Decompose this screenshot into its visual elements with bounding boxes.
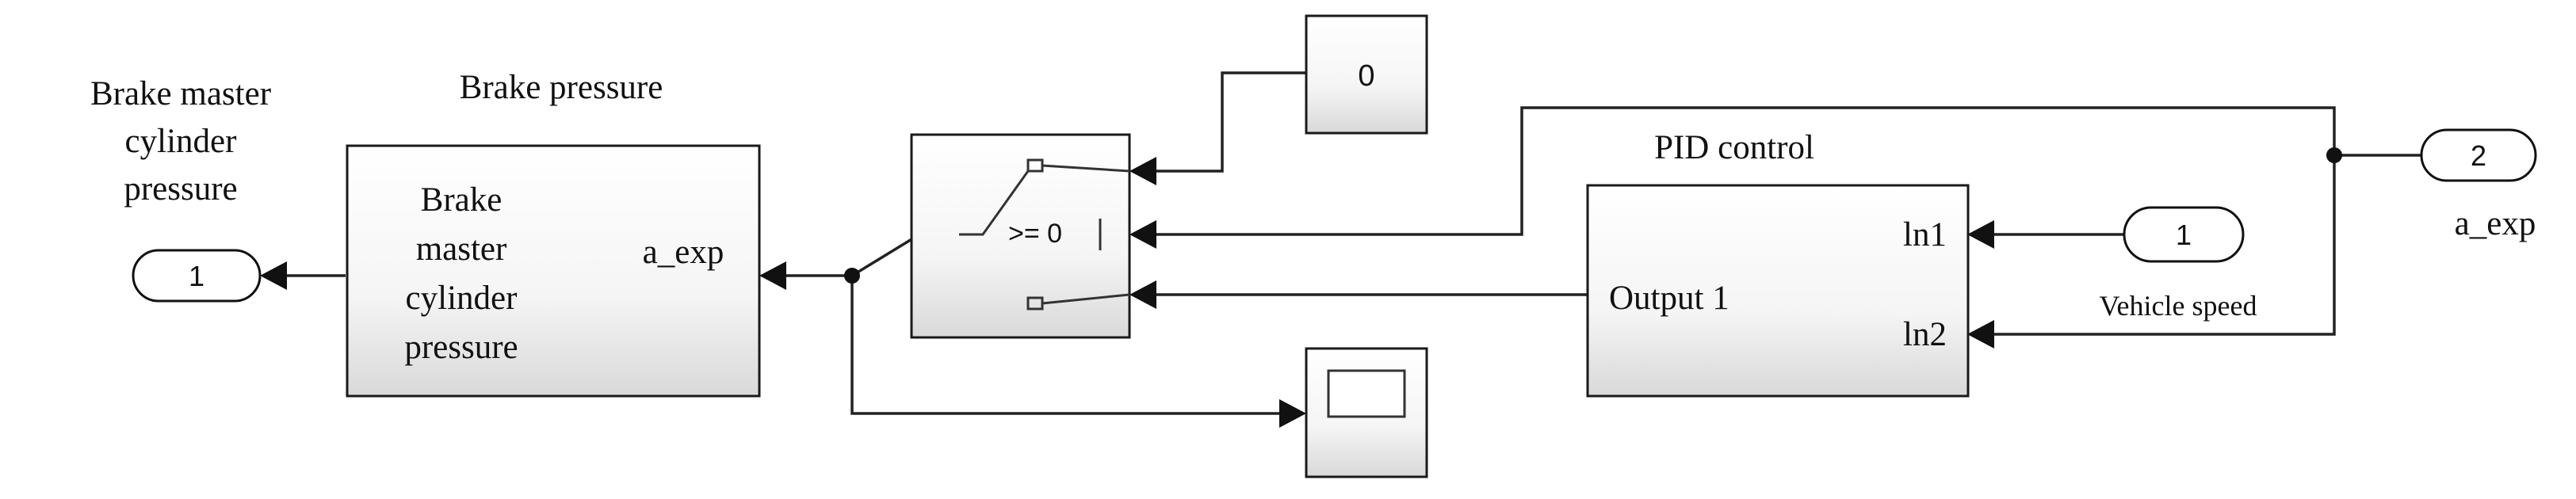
pid-control-block[interactable] xyxy=(1586,184,1970,398)
junction-dot-brake-scope xyxy=(844,268,860,284)
pid-output-label: Output 1 xyxy=(1609,280,1729,317)
switch-bottom-lead xyxy=(1041,293,1130,305)
wire-constant-to-switch xyxy=(1153,71,1306,173)
brake-master-label-line3: pressure xyxy=(124,170,237,208)
arrow-into-pid-ln2 xyxy=(1967,320,1994,349)
switch-top-lead xyxy=(1041,164,1130,173)
arrow-into-pid-ln1 xyxy=(1967,220,1994,249)
wire-junction-to-pid-ln2 xyxy=(1991,155,2336,336)
pid-control-title: PID control xyxy=(1654,129,1814,166)
brake-block-text-line2: master xyxy=(416,230,507,268)
brake-block-text-line4: pressure xyxy=(404,329,518,366)
switch-threshold-label: >= 0 xyxy=(1008,219,1062,249)
brake-master-label-line2: cylinder xyxy=(125,123,237,160)
inport-1-number: 1 xyxy=(2176,219,2192,251)
arrow-into-switch-mid xyxy=(1129,220,1156,249)
arrow-into-outport xyxy=(260,261,287,290)
brake-block-text-line3: cylinder xyxy=(406,280,518,317)
inport-1-vehicle-speed[interactable] xyxy=(2123,206,2245,263)
brake-master-label-line1: Brake master xyxy=(90,75,271,112)
outport-1[interactable] xyxy=(132,249,262,303)
pid-input-ln1-label: ln1 xyxy=(1903,216,1947,253)
arrow-into-brake xyxy=(759,261,786,290)
junction-dot-aexp xyxy=(2326,147,2342,163)
pid-input-ln2-label: ln2 xyxy=(1903,316,1947,353)
wire-junction-to-scope xyxy=(850,276,1282,415)
brake-block-port-label: a_exp xyxy=(643,234,724,271)
a-exp-outer-label: a_exp xyxy=(2455,205,2536,242)
switch-lever xyxy=(959,170,1030,236)
brake-block-text-line1: Brake xyxy=(421,181,503,219)
arrow-into-switch-top xyxy=(1129,157,1156,185)
arrow-into-scope xyxy=(1279,399,1306,428)
scope-screen-icon xyxy=(1327,369,1406,418)
vehicle-speed-label: Vehicle speed xyxy=(2100,290,2257,322)
constant-block[interactable] xyxy=(1305,14,1428,135)
brake-pressure-block[interactable] xyxy=(346,144,761,398)
arrow-into-switch-bottom xyxy=(1129,280,1156,309)
inport-2-a-exp[interactable] xyxy=(2420,128,2537,182)
brake-pressure-title: Brake pressure xyxy=(460,69,663,106)
wire-aexp-to-switch-control xyxy=(1153,106,2421,236)
constant-value: 0 xyxy=(1358,59,1374,93)
inport-2-number: 2 xyxy=(2471,139,2486,172)
outport-1-number: 1 xyxy=(189,260,204,292)
